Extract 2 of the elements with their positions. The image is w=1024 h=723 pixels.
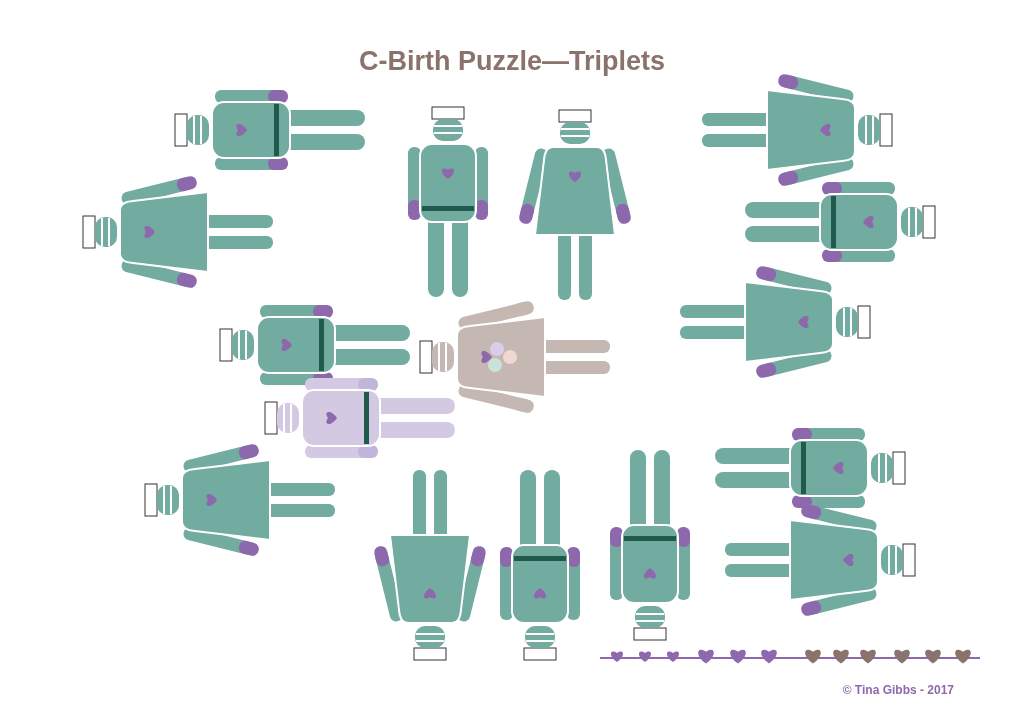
copyright-note: © Tina Gibbs - 2017 bbox=[842, 683, 954, 697]
diagram-title: C-Birth Puzzle—Triplets bbox=[358, 46, 666, 77]
